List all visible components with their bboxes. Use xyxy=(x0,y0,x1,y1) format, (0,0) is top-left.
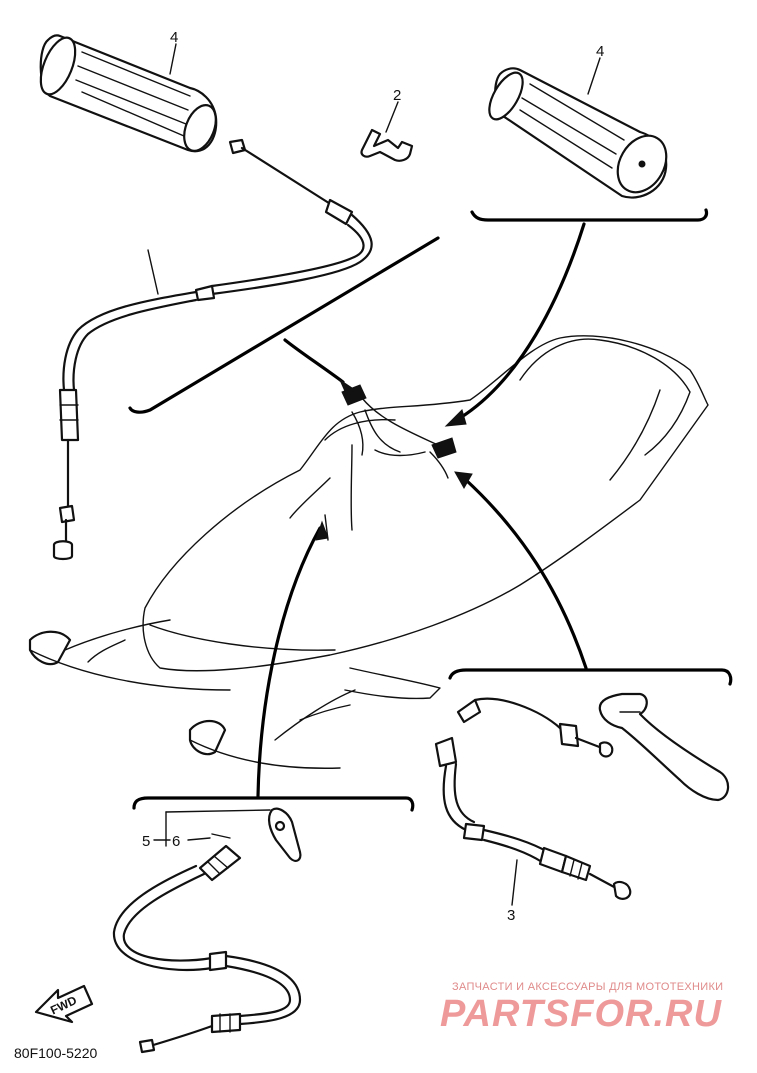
callout-2: 2 xyxy=(393,87,401,104)
handlebar-controls xyxy=(341,384,457,479)
brake-lever xyxy=(598,692,730,802)
callout-4-right: 4 xyxy=(596,43,604,60)
throttle-cable xyxy=(52,138,373,561)
callout-3: 3 xyxy=(507,907,515,924)
throttle-lever xyxy=(165,807,302,862)
right-grip xyxy=(488,67,668,199)
watermark-tagline: ЗАПЧАСТИ И АКСЕССУАРЫ ДЛЯ МОТОТЕХНИКИ xyxy=(452,981,723,993)
watermark-logo: PARTSFOR.RU xyxy=(440,993,722,1035)
fwd-arrow: FWD xyxy=(34,984,94,1024)
callout-5: 5 xyxy=(142,833,150,850)
snowmobile-outline xyxy=(28,335,709,769)
callout-6: 6 xyxy=(172,833,180,850)
callout-4-left: 4 xyxy=(170,29,178,46)
left-grip xyxy=(39,34,218,153)
throttle-cable-lower xyxy=(112,844,302,1054)
callout-leaders xyxy=(169,43,601,133)
drawing-code: 80F100-5220 xyxy=(14,1045,98,1061)
callout-lines xyxy=(128,208,733,812)
clip xyxy=(360,128,414,162)
brake-cable xyxy=(434,697,632,906)
